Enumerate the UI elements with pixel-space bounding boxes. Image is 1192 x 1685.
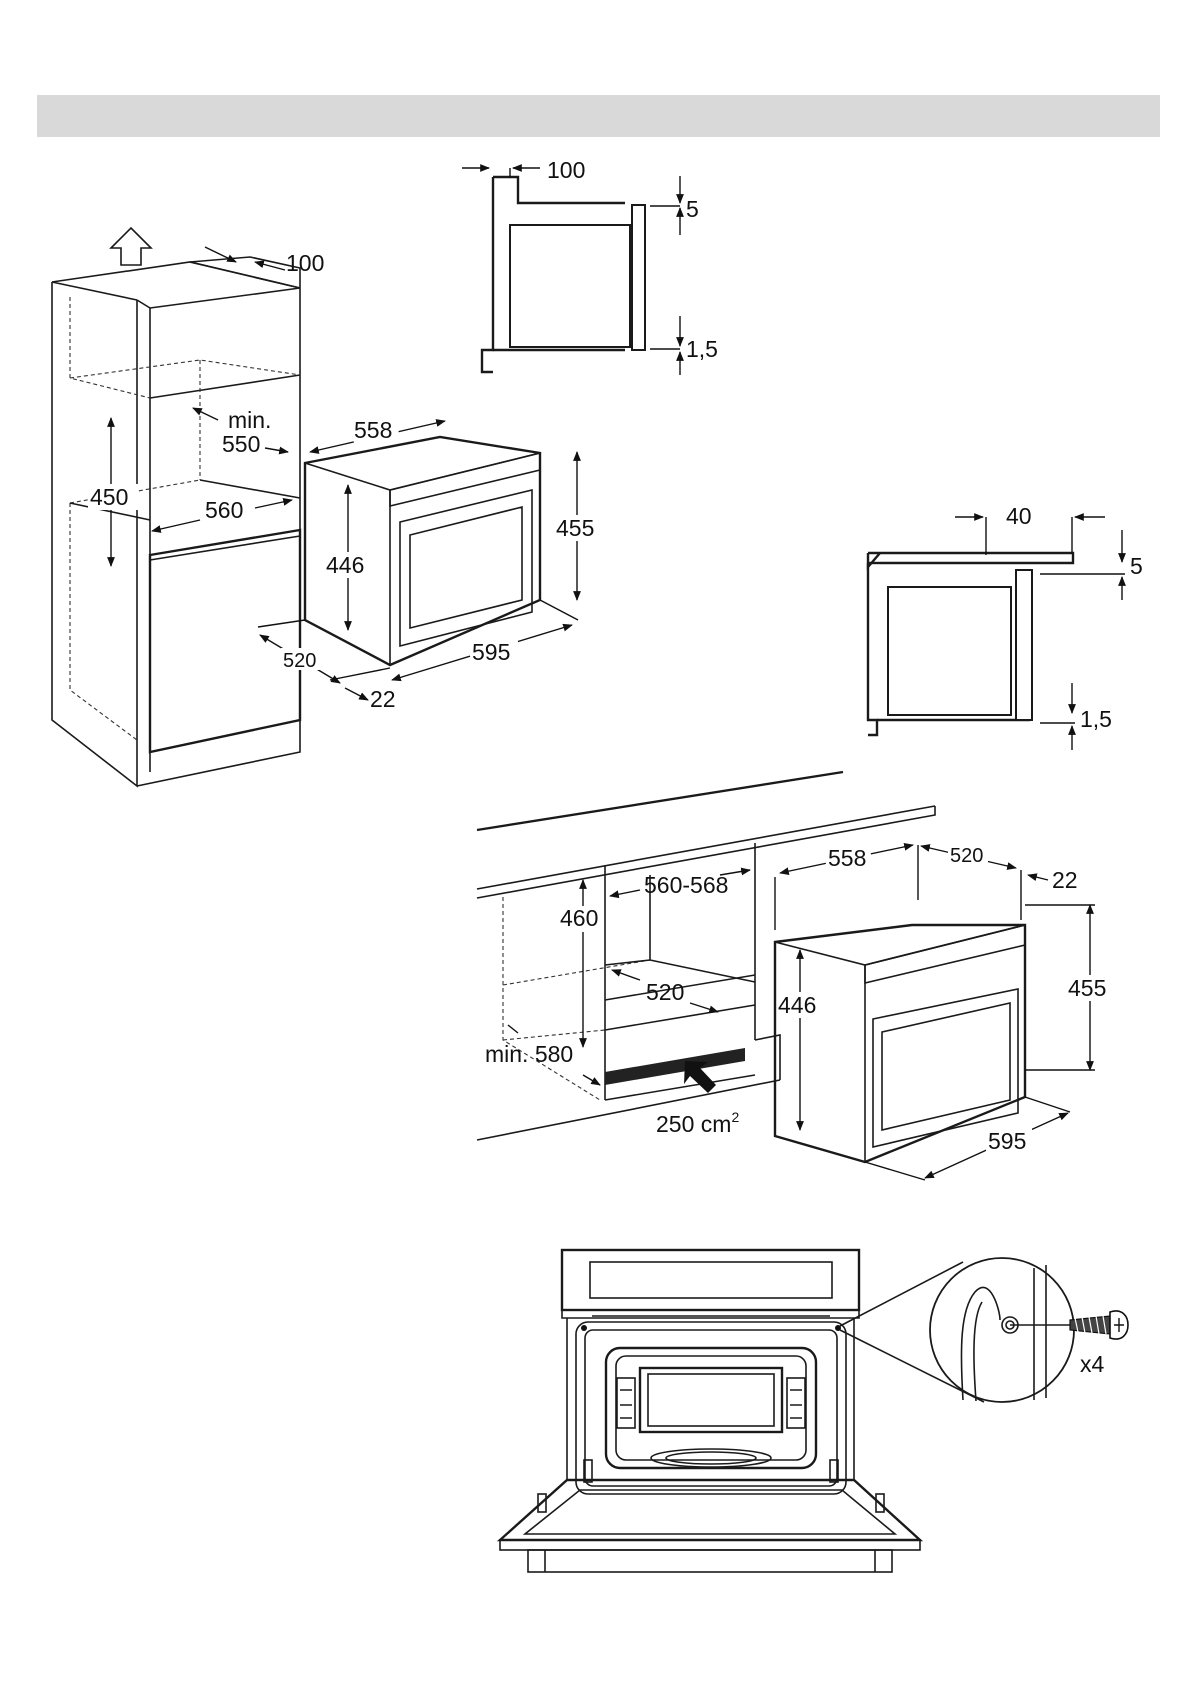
dim-oven-width-front-label: 595 [472,639,510,665]
dim-section-top-gap-label: 5 [686,196,699,222]
dim-width-label: 560 [205,497,243,523]
dim-under-rear-gap-label: 40 [1006,503,1032,529]
dim-oven-depth-label: 520 [283,650,316,672]
dim-oven-width-top-label: 558 [354,417,392,443]
vent-up-arrow-icon [111,228,151,265]
dim-oven-height-side-label-2: 446 [778,992,816,1018]
dim-niche-depth-label: 520 [646,979,684,1005]
diagram-fixing-screws: x4 [500,1250,1128,1572]
dim-oven-height-side-label: 446 [326,552,364,578]
dim-oven-front-label-2: 22 [1052,867,1078,893]
dim-oven-depth-label-2: 520 [950,845,983,867]
dim-top-vent-label: 100 [286,250,324,276]
dim-min-label: min. [228,407,271,433]
diagram-section-under: 40 5 1,5 [868,503,1143,750]
diagram-tall-cabinet: 100 450 min. 550 560 [52,228,324,786]
dim-oven-height-front-label: 455 [556,515,594,541]
dim-depth-min-label: 550 [222,431,260,457]
dim-section-bottom-gap-label: 1,5 [686,336,718,362]
dim-niche-width-label: 560-568 [644,872,728,898]
dim-niche-height-label: 450 [90,484,128,510]
diagram-undercounter: 460 560-568 520 min. 580 250 cm2 558 520… [477,772,1113,1180]
diagram-section-tall: 100 5 1,5 [462,157,718,375]
dim-section-rear-gap-label: 100 [547,157,585,183]
dim-min-depth-label: min. 580 [485,1041,573,1067]
dim-oven-width-top-label-2: 558 [828,845,866,871]
dim-vent-area-label: 250 cm2 [656,1109,739,1137]
diagram-oven-dimensions: 558 455 446 520 22 595 [258,414,601,712]
dim-oven-height-front-label-2: 455 [1068,975,1106,1001]
dim-oven-front-label: 22 [370,686,396,712]
dim-niche-height-label-2: 460 [560,905,598,931]
screw-count-label: x4 [1080,1351,1105,1377]
dim-oven-width-front-label-2: 595 [988,1128,1026,1154]
dim-under-top-gap-label: 5 [1130,553,1143,579]
screw-icon [1070,1311,1128,1339]
dim-under-bottom-gap-label: 1,5 [1080,706,1112,732]
